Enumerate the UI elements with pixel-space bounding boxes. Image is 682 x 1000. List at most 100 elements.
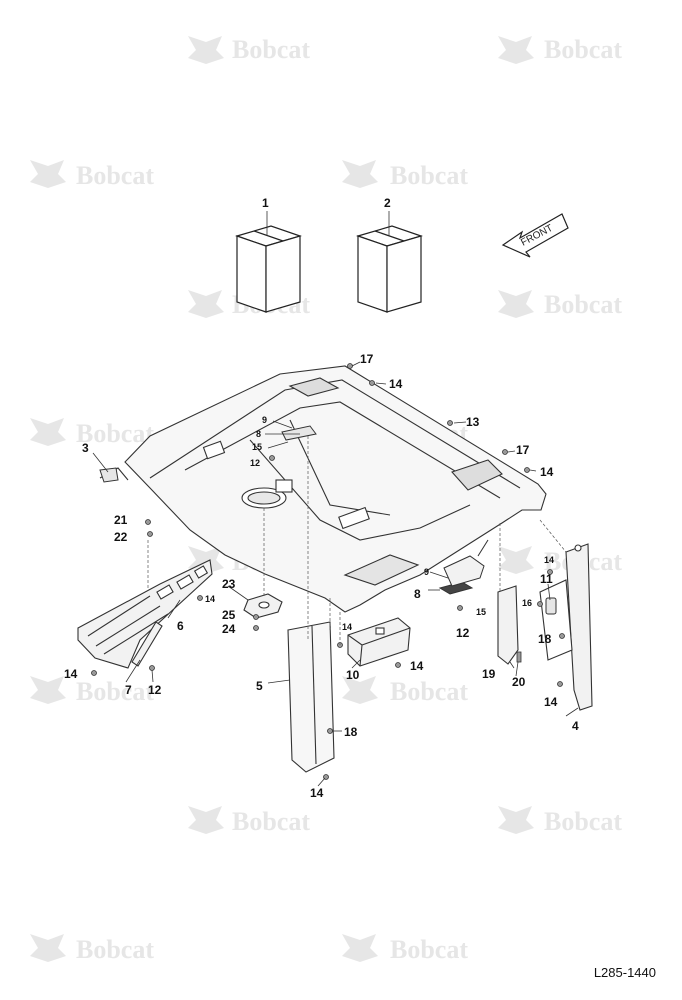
part-19-bracket bbox=[497, 585, 519, 665]
fastener-16 bbox=[537, 601, 543, 607]
part-11-handle bbox=[545, 597, 557, 615]
fastener-12c bbox=[149, 665, 155, 671]
watermark-row-8: Bobcat Bobcat bbox=[30, 934, 468, 964]
fastener-14a bbox=[369, 380, 375, 386]
callout-labels: 1 2 3 4 5 6 7 8 8 9 9 10 11 12 12 12 13 … bbox=[64, 196, 579, 800]
fastener-14b bbox=[524, 467, 530, 473]
bobcat-logo-icon bbox=[342, 676, 378, 704]
watermark-text: Bobcat bbox=[232, 807, 310, 836]
callout-3: 3 bbox=[82, 441, 89, 455]
callout-18-pillar-4: 18 bbox=[538, 632, 552, 646]
callout-9-lower: 9 bbox=[424, 567, 429, 577]
bobcat-logo-icon bbox=[498, 36, 534, 64]
front-direction-arrow: FRONT bbox=[501, 213, 569, 258]
callout-20: 20 bbox=[512, 675, 526, 689]
watermark-text: Bobcat bbox=[76, 419, 154, 448]
callout-13: 13 bbox=[466, 415, 480, 429]
callout-24: 24 bbox=[222, 622, 236, 636]
callout-8-lower: 8 bbox=[414, 587, 421, 601]
fastener-21 bbox=[145, 519, 151, 525]
callout-21: 21 bbox=[114, 513, 128, 527]
callout-12-right: 12 bbox=[456, 626, 470, 640]
callout-16: 16 bbox=[522, 598, 532, 608]
fastener-17a bbox=[347, 363, 353, 369]
part-4-pillar bbox=[539, 543, 593, 711]
watermark-text: Bobcat bbox=[232, 35, 310, 64]
bobcat-logo-icon bbox=[342, 934, 378, 962]
watermark-row-6: Bobcat Bobcat bbox=[30, 676, 468, 706]
fasteners bbox=[91, 363, 565, 780]
callout-15-lower: 15 bbox=[476, 607, 486, 617]
drawing-id: L285-1440 bbox=[593, 965, 656, 980]
bobcat-logo-icon bbox=[30, 160, 66, 188]
watermark-row-2: Bobcat Bobcat bbox=[30, 160, 468, 190]
fastener-14f bbox=[395, 662, 401, 668]
watermark-text: Bobcat bbox=[544, 35, 622, 64]
fastener-14g bbox=[557, 681, 563, 687]
watermark-row-7: Bobcat Bobcat bbox=[188, 806, 622, 836]
watermark-text: Bobcat bbox=[76, 161, 154, 190]
part-23-plate bbox=[243, 593, 283, 619]
bobcat-logo-icon bbox=[188, 290, 224, 318]
callout-25: 25 bbox=[222, 608, 236, 622]
callout-9-upper: 9 bbox=[262, 415, 267, 425]
callout-17-right: 17 bbox=[516, 443, 530, 457]
part-box-2 bbox=[356, 225, 423, 313]
fastener-14d bbox=[91, 670, 97, 676]
callout-14-bottom: 14 bbox=[310, 786, 324, 800]
callout-5: 5 bbox=[256, 679, 263, 693]
fastener-17b bbox=[502, 449, 508, 455]
callout-14-console-top: 14 bbox=[342, 622, 352, 632]
bobcat-logo-icon bbox=[498, 546, 534, 574]
fastener-18b bbox=[559, 633, 565, 639]
watermark-text: Bobcat bbox=[390, 161, 468, 190]
callout-22: 22 bbox=[114, 530, 128, 544]
callout-18-pillar-5: 18 bbox=[344, 725, 358, 739]
watermark-text: Bobcat bbox=[390, 935, 468, 964]
watermark-text: Bobcat bbox=[544, 807, 622, 836]
headliner-panel bbox=[99, 365, 547, 613]
watermark-row-1: Bobcat Bobcat bbox=[188, 35, 622, 64]
callout-7: 7 bbox=[125, 683, 132, 697]
watermark-text: Bobcat bbox=[544, 290, 622, 319]
callout-11: 11 bbox=[540, 572, 553, 586]
callout-14-right-upper: 14 bbox=[540, 465, 554, 479]
callout-23: 23 bbox=[222, 577, 236, 591]
part-7-strip bbox=[131, 621, 163, 667]
front-arrow-icon bbox=[501, 213, 569, 258]
callout-8-upper: 8 bbox=[256, 429, 261, 439]
watermark-text: Bobcat bbox=[390, 677, 468, 706]
fastener-12a bbox=[269, 455, 275, 461]
callout-14-pillar-4-top: 14 bbox=[544, 555, 554, 565]
fastener-14c bbox=[197, 595, 203, 601]
callout-14-console: 14 bbox=[410, 659, 424, 673]
callout-12-upper: 12 bbox=[250, 458, 260, 468]
part-3-clip bbox=[99, 467, 119, 483]
bobcat-logo-icon bbox=[30, 676, 66, 704]
part-box-1 bbox=[235, 225, 302, 313]
fastener-24 bbox=[253, 625, 259, 631]
callout-1: 1 bbox=[262, 196, 269, 210]
bobcat-logo-icon bbox=[188, 36, 224, 64]
bobcat-logo-icon bbox=[342, 160, 378, 188]
callout-14-pillar-4: 14 bbox=[544, 695, 558, 709]
callout-19: 19 bbox=[482, 667, 496, 681]
callout-15-upper: 15 bbox=[252, 442, 262, 452]
part-8-upper-light bbox=[281, 425, 317, 441]
fastener-20 bbox=[516, 651, 522, 663]
callout-6: 6 bbox=[177, 619, 184, 633]
bobcat-logo-icon bbox=[498, 290, 534, 318]
leader-lines bbox=[92, 211, 579, 787]
bobcat-logo-icon bbox=[498, 806, 534, 834]
part-10-console bbox=[347, 617, 411, 667]
bobcat-logo-icon bbox=[30, 418, 66, 446]
watermark-text: Bobcat bbox=[76, 935, 154, 964]
fastener-13 bbox=[447, 420, 453, 426]
part-9-lower-housing bbox=[443, 539, 489, 587]
fastener-14h bbox=[547, 569, 553, 575]
watermark-layer: Bobcat Bobcat Bobcat Bobcat Bobcat Bobca… bbox=[30, 35, 622, 964]
callout-14-top: 14 bbox=[389, 377, 403, 391]
bobcat-logo-icon bbox=[188, 806, 224, 834]
callout-14-panel-6: 14 bbox=[205, 594, 215, 604]
